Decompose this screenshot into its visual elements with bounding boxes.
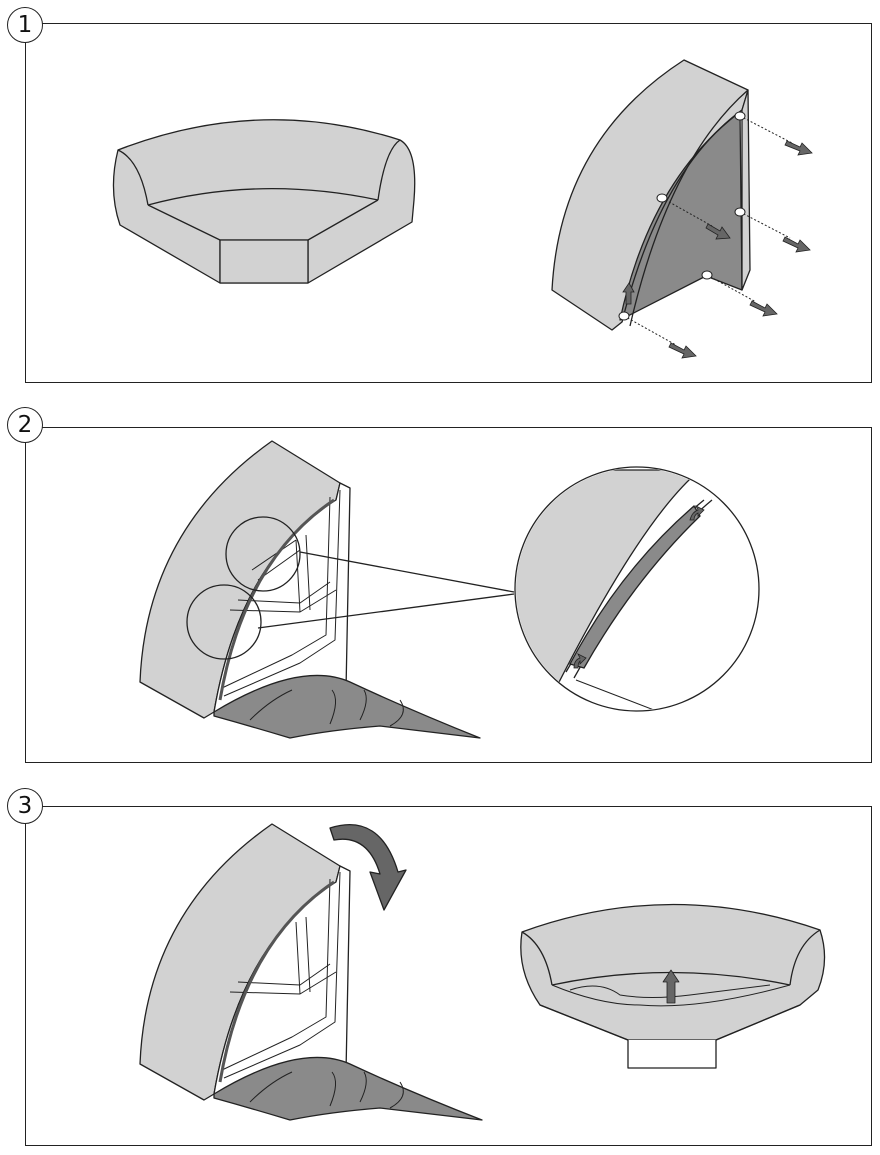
- arrow-icon: [750, 301, 777, 316]
- sofa-section-back-view: [552, 60, 750, 330]
- frame-folding: [140, 824, 482, 1120]
- corner-sofa: [113, 120, 414, 283]
- arrow-icon: [783, 237, 810, 252]
- arrow-icon: [785, 141, 812, 155]
- arrow-icon: [669, 343, 696, 358]
- covered-corner-sofa: [521, 904, 825, 1068]
- frame-with-cover-removed: [140, 441, 480, 738]
